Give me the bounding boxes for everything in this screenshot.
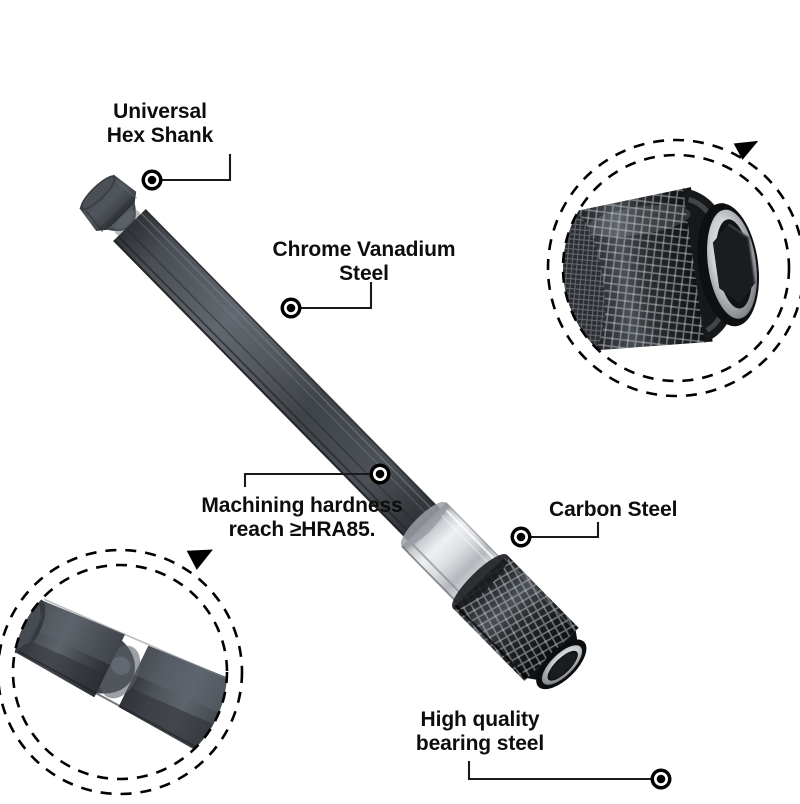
hex-shank-detail-view xyxy=(0,548,244,796)
callout-label-machining-hardness: Machining hardness reach ≥HRA85. xyxy=(201,494,403,542)
callout-dot-chrome-vanadium-steel xyxy=(280,297,302,319)
callout-leaders xyxy=(158,153,655,781)
socket-end-detail-view xyxy=(546,138,800,398)
dashed-ring-inner-icon xyxy=(561,153,791,383)
callout-label-carbon-steel: Carbon Steel xyxy=(549,498,678,521)
hex-socket-mouth xyxy=(536,639,587,690)
dashed-ring-outer-icon xyxy=(0,548,244,796)
callout-dots xyxy=(141,169,672,790)
leader-line-high-quality-bearing-steel xyxy=(467,760,655,781)
callout-dot-machining-hardness xyxy=(369,463,391,485)
leader-line-chrome-vanadium-steel xyxy=(297,281,373,310)
hex-shank-tip xyxy=(79,174,141,236)
leader-line-universal-hex-shank xyxy=(158,153,232,182)
leader-line-machining-hardness xyxy=(243,472,374,488)
callout-label-high-quality-bearing-steel: High quality bearing steel xyxy=(415,708,545,756)
callout-label-universal-hex-shank: Universal Hex Shank xyxy=(106,100,214,148)
rotation-arrow-icon xyxy=(733,140,759,160)
rotation-arrow-icon xyxy=(186,549,213,570)
dashed-ring-outer-icon xyxy=(546,138,800,398)
callout-label-chrome-vanadium-steel: Chrome Vanadium Steel xyxy=(272,238,456,286)
dashed-ring-inner-icon xyxy=(11,563,229,781)
callout-dot-carbon-steel xyxy=(510,526,532,548)
product-illustration xyxy=(79,174,587,690)
callout-dot-universal-hex-shank xyxy=(141,169,163,191)
leader-line-carbon-steel xyxy=(527,521,600,539)
callout-dot-high-quality-bearing-steel xyxy=(650,768,672,790)
